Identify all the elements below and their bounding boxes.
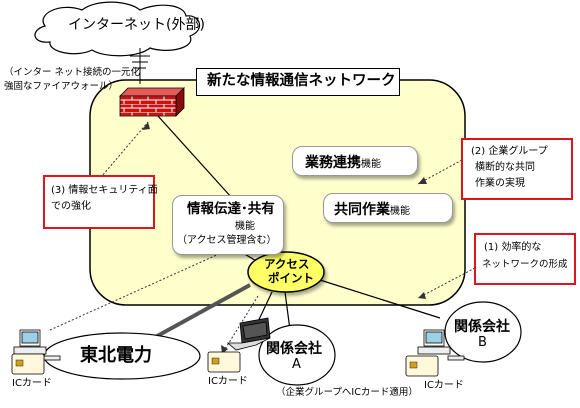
callout-security-line1: (3) 情報セキュリティ面: [51, 185, 158, 196]
access-point-line1: アクセス: [264, 257, 310, 271]
kyodo-sagyo-box: 共同作業機能: [323, 193, 453, 223]
kankei-b-node: [444, 301, 522, 363]
joho-dentatsu-box: 情報伝達･共有 機能 （アクセス管理含む）: [172, 195, 284, 255]
access-point-line2: ポイント: [268, 271, 314, 285]
callout-security-line2: での強化: [51, 201, 91, 212]
laptop-icon: [226, 317, 271, 351]
callout-group-line1: (2) 企業グループ: [471, 146, 548, 157]
ic-card-label-right: ICカード: [424, 380, 464, 391]
desktop-pc-icon: [13, 329, 61, 361]
callout-security: (3) 情報セキュリティ面 での強化: [43, 175, 158, 229]
callout-group-line3: 作業の実現: [475, 178, 525, 189]
kyodo-sagyo-suffix: 機能: [390, 206, 410, 217]
internet-cloud: [34, 1, 201, 57]
arrow-heads: [142, 122, 427, 354]
kyodo-sagyo-label: 共同作業: [334, 202, 390, 218]
callout-network: (1) 効率的な ネットワークの形成: [474, 233, 576, 285]
firewall-note-line2: 強固なファイアウォール）: [4, 81, 119, 92]
ic-card-label-left: ICカード: [12, 378, 52, 389]
ic-card-icon: [207, 351, 241, 373]
callout-group-line2: 横断的な共同: [475, 162, 535, 173]
kankei-b-line2: B: [478, 335, 487, 350]
connector-lines: [149, 115, 441, 342]
ic-card-icon: [11, 353, 45, 375]
firewall-antenna: [130, 48, 150, 84]
access-point: [247, 251, 325, 293]
joho-dentatsu-kinou: 機能: [235, 221, 255, 232]
kankei-b-line1: 関係会社: [454, 319, 510, 335]
dotted-arrows: [49, 121, 476, 355]
internet-label: インターネット(外部): [68, 17, 205, 33]
desktop-pc-icon: [417, 329, 465, 361]
ic-card-icon: [405, 355, 439, 377]
joho-dentatsu-label: 情報伝達･共有: [187, 201, 275, 217]
gyomu-renkei-box: 業務連携機能: [292, 146, 418, 176]
gyomu-renkei-label: 業務連携: [305, 155, 361, 171]
tohoku-label: 東北電力: [80, 345, 152, 366]
ic-card-label-middle: ICカード: [208, 376, 248, 387]
kankei-a-line1: 関係会社: [266, 341, 322, 357]
joho-dentatsu-access: （アクセス管理含む）: [177, 235, 277, 246]
callout-network-line2: ネットワークの形成: [482, 259, 568, 270]
firewall-note-line1: （インター ネット接続の一元化: [4, 67, 141, 78]
callout-group: (2) 企業グループ 横断的な共同 作業の実現: [461, 138, 573, 200]
network-title-box: 新たな情報通信ネットワーク: [196, 68, 400, 96]
firewall: [119, 87, 185, 117]
kankei-a-node: [258, 324, 336, 386]
gyomu-renkei-suffix: 機能: [361, 159, 381, 170]
footer-note: （企業グループへICカード適用）: [276, 387, 418, 398]
network-title: 新たな情報通信ネットワーク: [207, 73, 396, 89]
callout-network-line1: (1) 効率的な: [484, 242, 542, 253]
kankei-a-line2: A: [292, 357, 301, 372]
